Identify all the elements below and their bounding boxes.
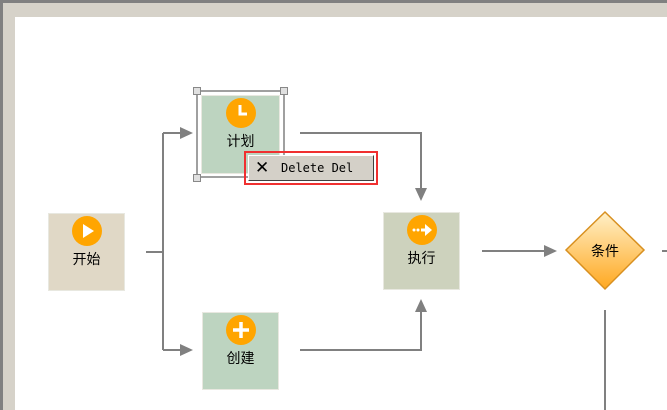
execute-label: 执行 (407, 251, 436, 267)
create-node[interactable]: 创建 (202, 312, 279, 390)
connector-start-split (146, 133, 164, 350)
condition-diamond (564, 210, 646, 291)
context-menu: ✕ Delete Del (244, 151, 378, 185)
arrowhead (180, 127, 193, 139)
delete-x-icon: ✕ (255, 158, 270, 178)
dotted-arrow-icon (406, 215, 437, 245)
delete-label: Delete Del (281, 161, 354, 175)
start-label: 开始 (72, 252, 101, 268)
delete-menu-item[interactable]: ✕ Delete Del (248, 155, 374, 181)
create-label: 创建 (226, 351, 255, 367)
resize-handle[interactable] (193, 174, 201, 182)
resize-handle[interactable] (193, 87, 201, 95)
connector-create-execute (300, 312, 422, 351)
connector-plan-execute (300, 132, 422, 188)
condition-label: 条件 (591, 244, 619, 260)
plus-icon (225, 315, 256, 345)
play-icon (71, 216, 102, 246)
plan-node-selection (196, 90, 285, 178)
clock-icon (225, 98, 256, 128)
arrowhead (415, 299, 427, 312)
arrowhead (544, 245, 557, 257)
arrowhead (415, 188, 427, 201)
arrowhead (180, 344, 193, 356)
execute-node[interactable]: 执行 (383, 212, 460, 290)
plan-label: 计划 (226, 134, 255, 150)
resize-handle[interactable] (280, 87, 288, 95)
start-node[interactable]: 开始 (48, 213, 125, 291)
